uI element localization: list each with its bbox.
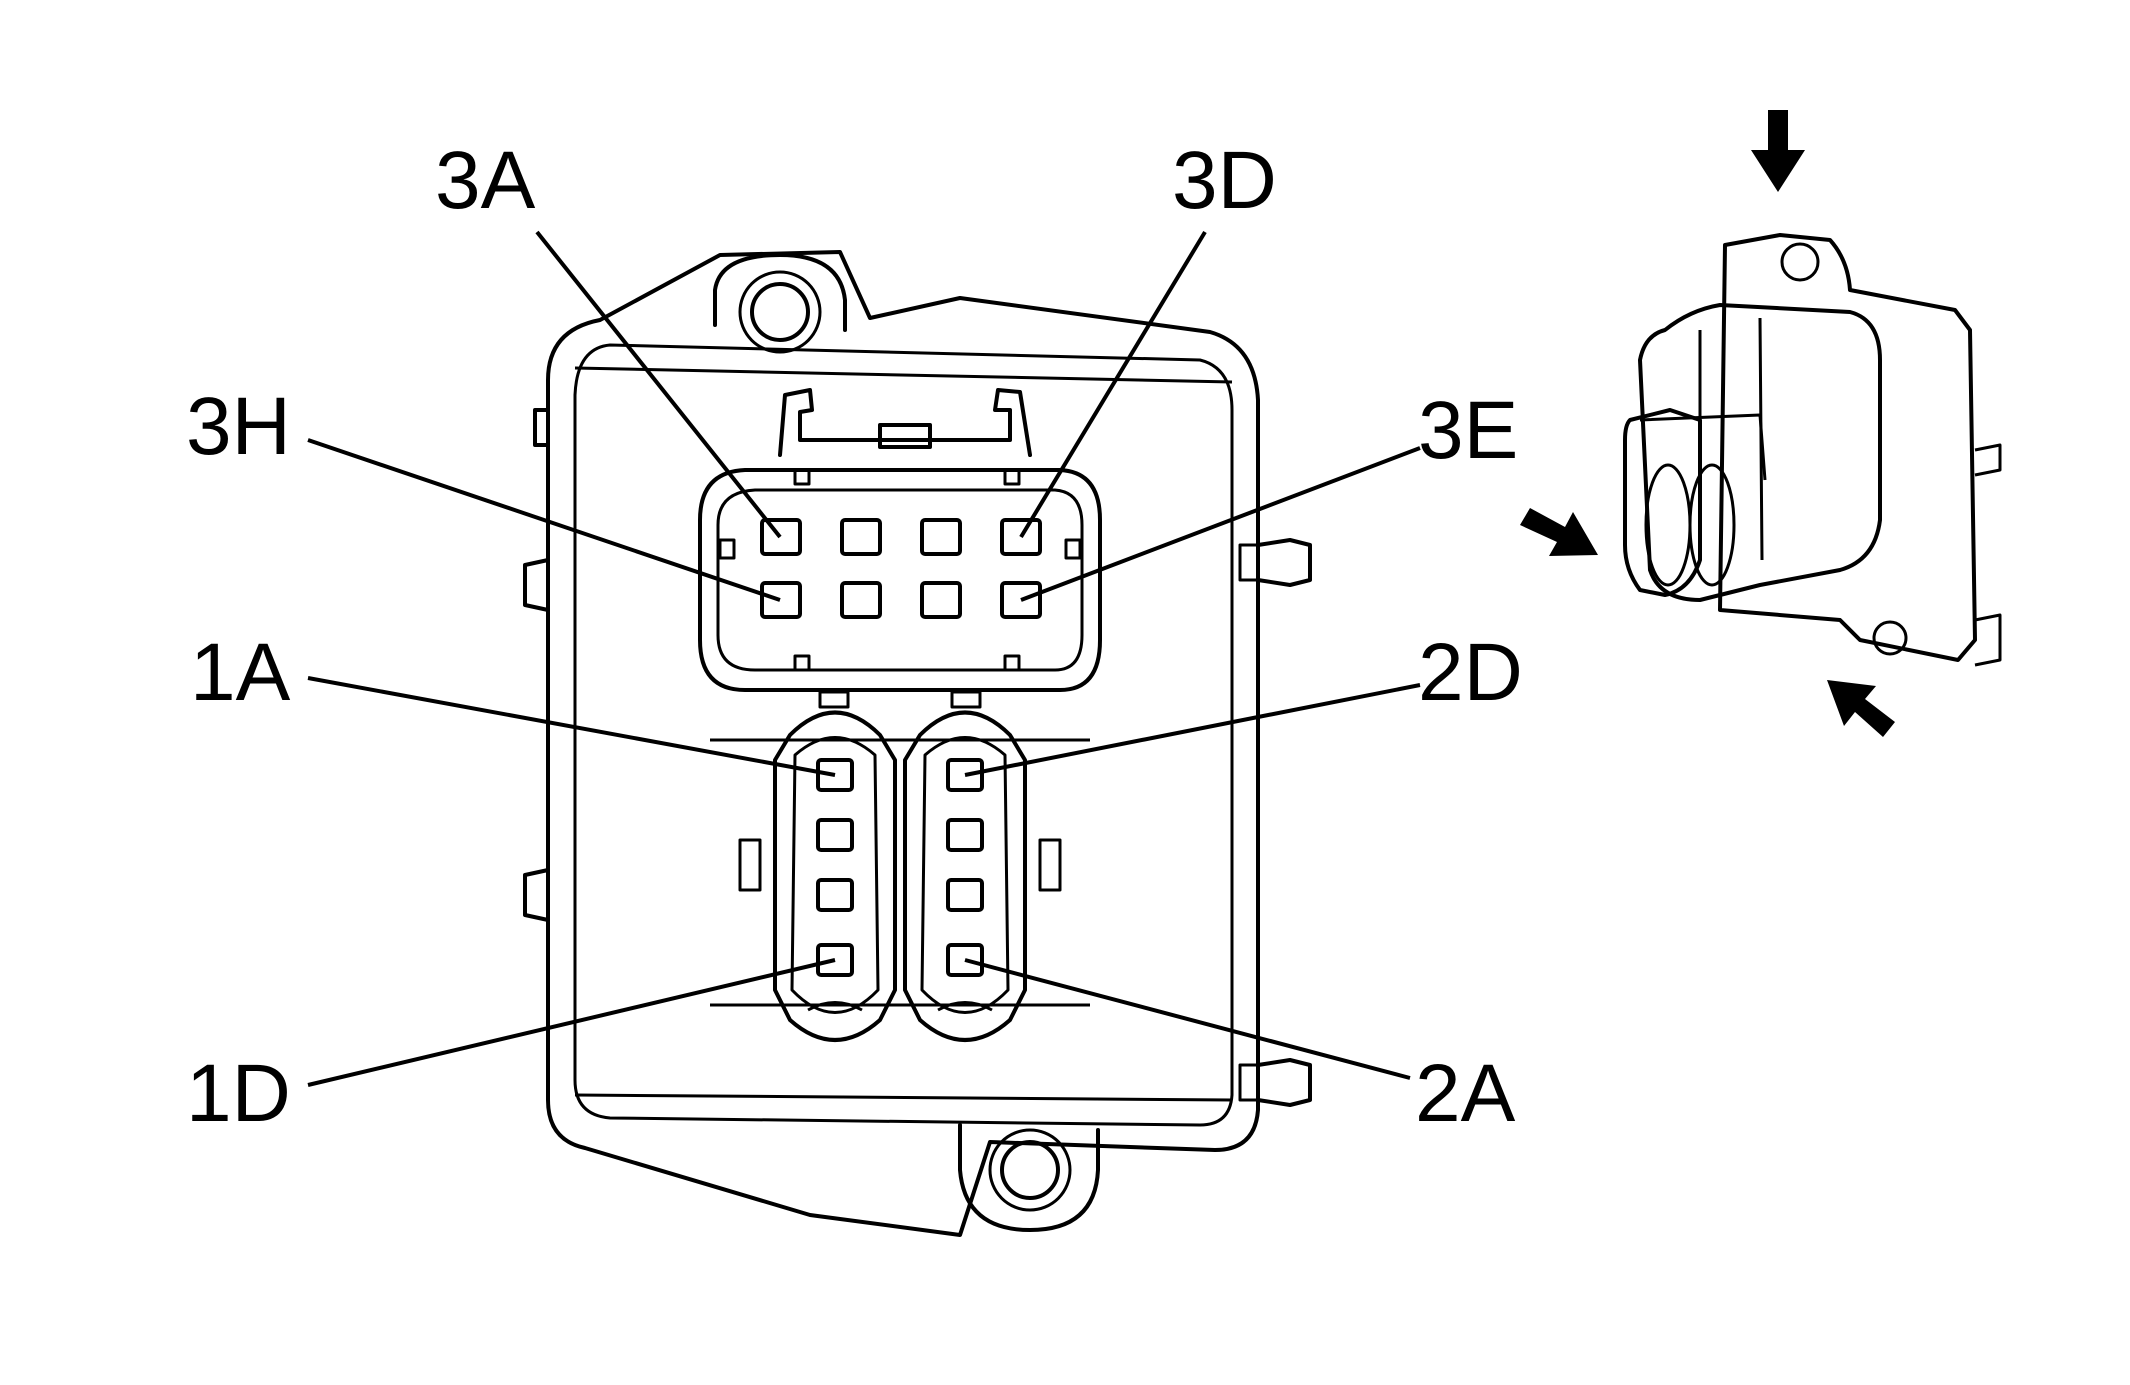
pin-3A bbox=[760, 518, 802, 556]
arrow-up-left-icon bbox=[1827, 680, 1895, 737]
pin-column-1 bbox=[816, 758, 854, 977]
pin-1C bbox=[816, 878, 854, 912]
pin-3H bbox=[760, 581, 802, 619]
latch bbox=[778, 388, 1032, 457]
callout-2D: 2D bbox=[1418, 627, 1523, 718]
callout-3H: 3H bbox=[186, 381, 291, 472]
arrow-right-icon bbox=[1520, 508, 1598, 556]
pin-3F bbox=[920, 581, 962, 619]
leader-3D bbox=[1019, 230, 1207, 539]
direction-arrows bbox=[1520, 110, 1895, 737]
pin-3B bbox=[840, 518, 882, 556]
leader-1D bbox=[307, 958, 836, 1087]
callout-3D: 3D bbox=[1172, 135, 1277, 226]
arrow-down-icon bbox=[1751, 110, 1805, 192]
bottom-mounting-tab bbox=[958, 1123, 1100, 1232]
bottom-mount-hole bbox=[1000, 1140, 1060, 1200]
cavity-1 bbox=[773, 710, 897, 1042]
cavity-2 bbox=[903, 710, 1027, 1042]
leader-1A bbox=[307, 676, 836, 777]
leader-3E bbox=[1020, 446, 1421, 602]
right-clip-lower bbox=[1256, 1058, 1312, 1107]
leader-lines bbox=[307, 230, 1421, 1087]
pin-row-3-bottom bbox=[760, 581, 1042, 619]
perspective-body bbox=[1638, 303, 1882, 602]
perspective-face bbox=[1623, 408, 1702, 597]
right-clip-upper bbox=[1256, 538, 1312, 587]
callout-2A: 2A bbox=[1415, 1048, 1516, 1139]
leader-2D bbox=[964, 683, 1421, 777]
callout-1A: 1A bbox=[190, 627, 291, 718]
pin-row-3-top bbox=[760, 518, 1042, 556]
leader-3A bbox=[535, 230, 782, 539]
pin-1B bbox=[816, 818, 854, 852]
connector-face-view bbox=[523, 250, 1312, 1237]
leader-3H bbox=[307, 438, 781, 602]
perspective-flange bbox=[1718, 233, 1977, 662]
leader-2A bbox=[964, 958, 1411, 1080]
callout-3A: 3A bbox=[435, 135, 536, 226]
pin-2C bbox=[946, 818, 984, 852]
pin-column-2 bbox=[946, 758, 984, 977]
top-mounting-tab bbox=[713, 253, 847, 332]
callout-3E: 3E bbox=[1418, 385, 1519, 476]
callout-1D: 1D bbox=[186, 1048, 291, 1139]
cavity-3 bbox=[698, 468, 1102, 692]
pin-3C bbox=[920, 518, 962, 556]
pin-2B bbox=[946, 878, 984, 912]
connector-housing bbox=[546, 250, 1260, 1237]
pin-3G bbox=[840, 581, 882, 619]
perspective-view bbox=[1623, 233, 2002, 667]
top-mount-hole bbox=[750, 282, 810, 342]
